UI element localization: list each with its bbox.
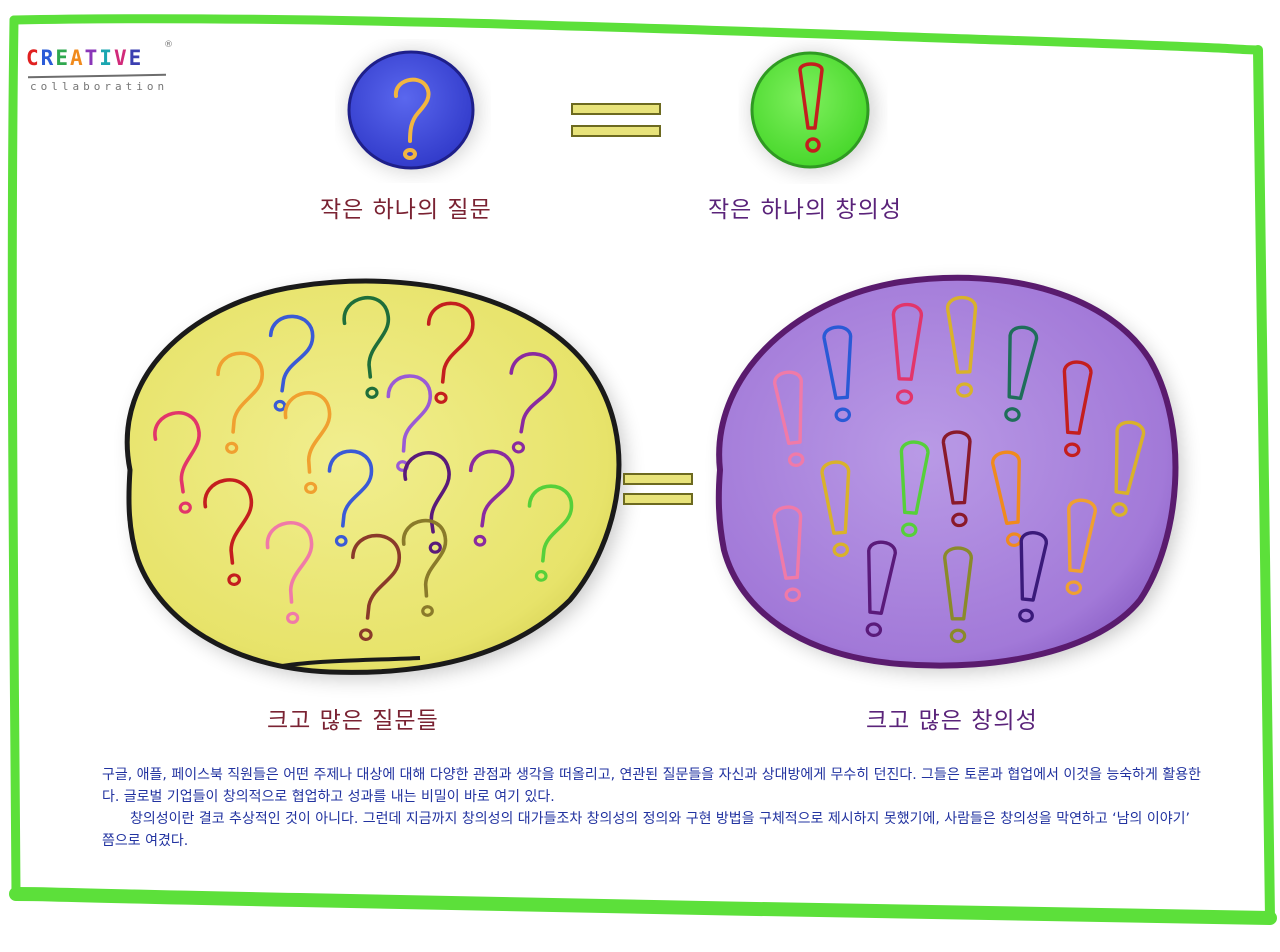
logo-letter: C — [26, 46, 41, 70]
exclamation-mark-icon — [1062, 360, 1093, 458]
question-mark-icon — [153, 411, 201, 514]
logo-wordmark: CREATIVE — [26, 46, 143, 70]
exclamation-mark-icon — [891, 302, 924, 405]
question-mark-icon — [393, 77, 431, 160]
label-many-questions: 크고 많은 질문들 — [267, 708, 439, 734]
label-many-creativity: 크고 많은 창의성 — [866, 708, 1038, 734]
description-paragraph-2: 창의성이란 결코 추상적인 것이 아니다. 그런데 지금까지 창의성의 대가들조… — [102, 811, 1190, 849]
exclamation-mark-icon — [942, 546, 974, 644]
exclamation-mark-icon — [798, 62, 824, 153]
exclamation-mark-icon — [1018, 531, 1048, 623]
logo-letter: E — [128, 46, 144, 70]
exclamation-mark-icon — [1111, 420, 1146, 517]
exclamation-mark-icon — [865, 540, 897, 637]
logo-letter: E — [55, 46, 70, 70]
question-mark-icon — [283, 391, 332, 495]
label-small-question: 작은 하나의 질문 — [320, 197, 492, 223]
question-mark-icon — [509, 352, 558, 454]
question-mark-icon — [265, 521, 314, 625]
question-mark-cluster — [153, 296, 574, 642]
exclamation-mark-icon — [899, 440, 930, 538]
logo-letter: R — [40, 46, 56, 70]
logo-subtitle: collaboration — [30, 80, 169, 93]
label-small-creativity: 작은 하나의 창의성 — [708, 197, 902, 223]
question-mark-icon — [426, 301, 475, 404]
logo-letter: V — [113, 46, 129, 70]
logo-letter: A — [69, 46, 85, 70]
equals-sign-middle — [623, 473, 693, 505]
exclamation-mark-icon — [820, 460, 851, 558]
exclamation-mark-cluster — [772, 295, 1146, 644]
exclamation-mark-icon — [1065, 498, 1097, 595]
exclamation-mark-icon — [772, 505, 803, 603]
logo-letter: T — [84, 46, 100, 70]
exclamation-mark-icon — [941, 430, 972, 528]
question-mark-icon — [268, 314, 315, 412]
logo-letter: I — [99, 46, 114, 70]
registered-mark: ® — [164, 40, 173, 50]
question-mark-icon — [342, 296, 391, 399]
green-frame — [7, 14, 1277, 925]
question-mark-icon — [403, 451, 451, 554]
equals-sign-top — [571, 103, 661, 137]
small-exclamation-circle — [750, 51, 875, 172]
question-mark-icon — [401, 518, 448, 617]
logo-underline — [27, 73, 167, 79]
exclamation-mark-icon — [1004, 325, 1039, 422]
question-mark-icon — [203, 478, 254, 587]
exclamation-mark-icon — [945, 295, 978, 398]
many-questions-circle — [124, 278, 625, 679]
question-mark-icon — [327, 449, 374, 547]
question-mark-icon — [216, 351, 265, 454]
small-question-circle — [347, 50, 478, 171]
exclamation-mark-icon — [822, 325, 853, 423]
question-mark-icon — [468, 449, 515, 547]
creative-collaboration-logo: CREATIVE ® collaboration — [26, 40, 176, 104]
description-paragraph-1: 구글, 애플, 페이스북 직원들은 어떤 주제나 대상에 대해 다양한 관점과 … — [102, 767, 1202, 805]
exclamation-mark-icon — [773, 370, 805, 467]
question-mark-icon — [527, 484, 574, 582]
question-mark-icon — [351, 533, 402, 642]
description-text: 구글, 애플, 페이스북 직원들은 어떤 주제나 대상에 대해 다양한 관점과 … — [102, 764, 1202, 852]
